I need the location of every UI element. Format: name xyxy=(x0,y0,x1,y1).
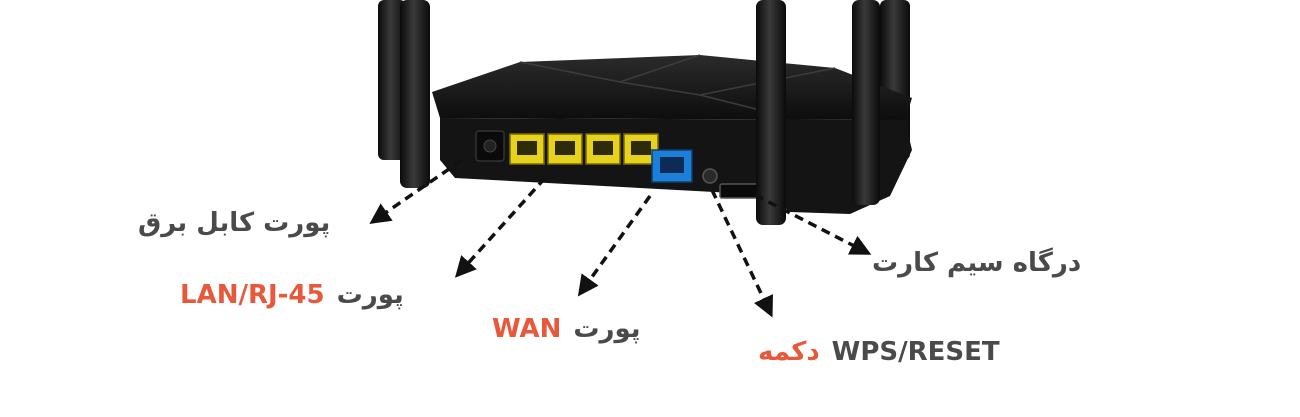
label-wps-en: WPS/RESET xyxy=(831,337,1000,367)
label-wps-fa: دکمه xyxy=(758,337,820,367)
label-sim-slot: درگاه سیم کارت xyxy=(872,246,1081,280)
arrow-power xyxy=(369,158,463,224)
antenna-front-mid xyxy=(756,0,786,225)
label-lan-en: LAN/RJ-45 xyxy=(180,280,325,310)
label-lan-port: پورت LAN/RJ-45 xyxy=(180,278,404,312)
wps-reset-button xyxy=(702,168,718,184)
label-sim-text: درگاه سیم کارت xyxy=(872,248,1082,278)
label-lan-fa: پورت xyxy=(336,280,404,310)
antenna-back-left xyxy=(378,0,406,160)
label-wan-port: پورت WAN xyxy=(492,312,641,346)
label-wps-button: دکمه WPS/RESET xyxy=(758,335,1000,369)
sim-slot xyxy=(719,183,759,199)
label-wan-fa: پورت xyxy=(573,314,641,344)
antenna-front-right xyxy=(852,0,880,205)
wan-port xyxy=(651,149,693,183)
label-power-port: پورت کابل برق xyxy=(138,206,330,240)
router-top xyxy=(432,55,912,120)
lan-ports xyxy=(509,133,659,165)
pointer-arrows xyxy=(369,158,872,318)
antenna-front-left xyxy=(400,0,430,188)
label-wan-en: WAN xyxy=(492,314,562,344)
arrow-lan xyxy=(454,176,547,278)
arrow-wan xyxy=(577,194,652,297)
label-power-port-text: پورت کابل برق xyxy=(138,208,331,238)
arrow-sim xyxy=(754,193,872,255)
arrow-wps xyxy=(710,189,773,318)
